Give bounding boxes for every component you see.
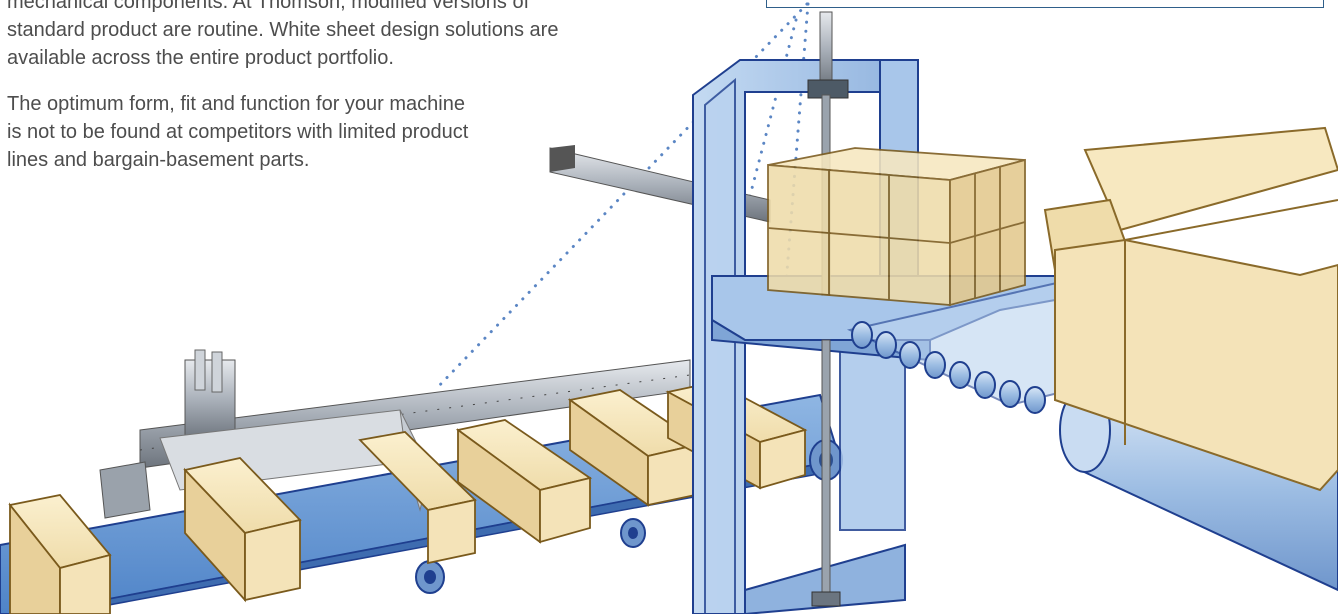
intro-line-2: standard product are routine. White shee…: [7, 19, 559, 41]
palletized-box-stack: [767, 147, 1026, 307]
product-box: [358, 431, 477, 565]
product-box: [455, 419, 593, 544]
intro-paragraph: mechanical components. At Thomson, modif…: [7, 0, 627, 72]
body-line-2: is not to be found at competitors with l…: [7, 121, 469, 143]
body-paragraph: The optimum form, fit and function for y…: [7, 90, 567, 174]
callout-box: [766, 0, 1324, 8]
product-box: [567, 389, 703, 507]
product-box: [8, 494, 112, 614]
intro-line-1: mechanical components. At Thomson, modif…: [7, 0, 530, 13]
open-shipping-carton: [1043, 126, 1338, 492]
product-box: [183, 457, 302, 603]
intro-line-3: available across the entire product port…: [7, 47, 394, 69]
body-line-1: The optimum form, fit and function for y…: [7, 93, 465, 115]
roller-conveyor: [846, 278, 1092, 414]
body-line-3: lines and bargain-basement parts.: [7, 149, 310, 171]
text-column: mechanical components. At Thomson, modif…: [7, 0, 647, 192]
